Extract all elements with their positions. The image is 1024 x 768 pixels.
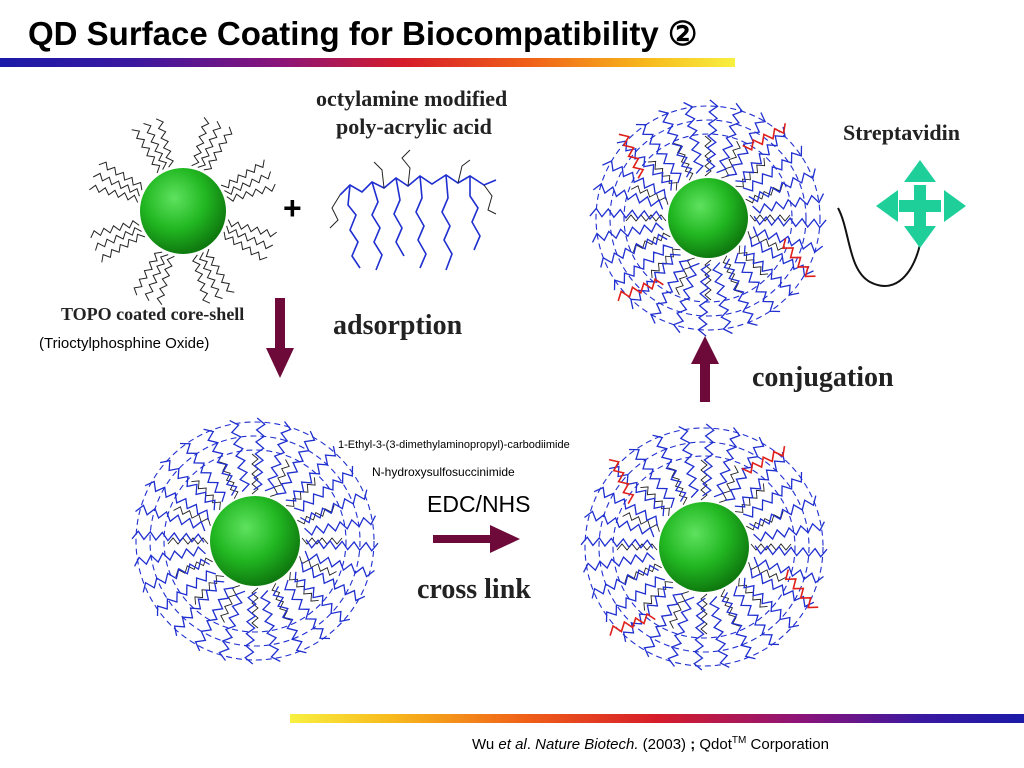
polymer-label-line1: octylamine modified [316,86,508,111]
process-arrow-icon [691,336,719,402]
citation-dot: . [526,736,531,753]
plus-sign: + [283,190,302,226]
citation-tm: TM [731,735,747,746]
streptavidin-icon [876,160,966,248]
conjugation-label: conjugation [752,362,894,393]
citation-journal: Nature Biotech. [535,736,639,753]
cross-link-label: cross link [417,574,531,605]
slide-title: QD Surface Coating for Biocompatibility … [28,15,698,52]
footer-bar [290,714,1024,723]
process-arrow-icon [266,298,294,378]
topo-coated-qd [89,117,277,305]
edc-nhs-label: EDC/NHS [427,491,531,517]
topo-label: TOPO coated core-shell [61,304,245,324]
title-underline-bar [0,58,735,67]
streptavidin-linker [837,207,923,287]
qd-core-sphere [140,168,226,254]
polymer-label-line2: poly-acrylic acid [336,114,492,139]
polymer-structure-icon [329,149,497,271]
conjugated-qd [589,99,827,337]
qd-core-sphere [659,502,749,592]
citation-author: Wu [472,736,495,753]
citation-company: Qdot [699,736,732,753]
adsorption-label: adsorption [333,310,463,341]
qd-core-sphere [668,178,748,258]
qd-core-sphere [210,496,300,586]
topo-full-name: (Trioctylphosphine Oxide) [39,335,210,352]
citation-suffix: Corporation [750,736,829,753]
process-arrow-icon [433,525,520,553]
topo-ligand-icon [89,117,277,305]
citation-etal: et al [498,736,527,753]
polymer-coated-qd [131,417,379,665]
nhs-full-name: N-hydroxysulfosuccinimide [372,465,515,479]
crosslinked-qd [580,423,828,671]
citation-year: (2003) [642,736,687,753]
edc-full-name: 1-Ethyl-3-(3-dimethylaminopropyl)-carbod… [338,439,570,451]
citation: Wu et al. Nature Biotech. (2003) ; QdotT… [472,735,829,753]
citation-separator: ; [690,736,696,753]
streptavidin-label: Streptavidin [843,120,960,145]
